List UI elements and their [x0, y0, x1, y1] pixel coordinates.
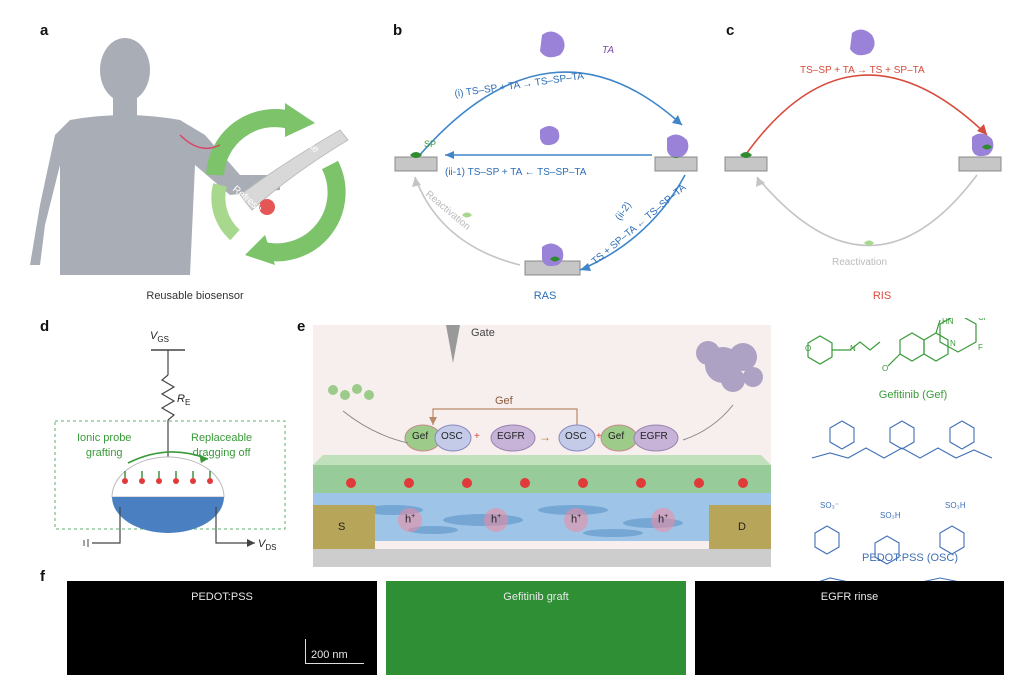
scale-bar [305, 639, 364, 664]
gefitinib-caption: Gefitinib (Gef) [878, 389, 948, 401]
gef-oval-2: Gef [608, 431, 625, 442]
panel-label-c: c [726, 22, 735, 39]
panel-c-figure: TS–SP + TA → TS + SP–TA Reactivation [724, 29, 1002, 268]
image-gefitinib-graft: Gefitinib graft [386, 581, 686, 675]
egfr-oval-1: EGFR [497, 431, 525, 442]
caption-ras: RAS [533, 290, 557, 302]
drain-contact [709, 505, 771, 549]
panel-e-device: Gate Gef Gef OSC + EGFR → OSC + Gef EGFR… [313, 325, 771, 567]
step-ii2-reaction: TS + SP–TA ← TS–SP–TA [590, 182, 689, 267]
step-i-label: (i) TS–SP + TA → TS–SP–TA [454, 71, 585, 100]
vgs-label: VGS [150, 330, 169, 345]
panel-label-d: d [40, 318, 50, 335]
image-label-gefitinib-graft: Gefitinib graft [503, 591, 569, 603]
gate-electrode-icon [446, 325, 460, 363]
so3h-label-2: SO₃H [945, 501, 966, 510]
n-label-1: N [850, 344, 856, 353]
so3minus-label: SO₃⁻ [820, 501, 839, 510]
source-label: S [338, 521, 346, 533]
molecule-structures: HN Cl F O N N O SO₃⁻ SO₃H SO₃H [799, 318, 993, 588]
substrate-right [654, 156, 698, 172]
gef-oval-1: Gef [412, 431, 429, 442]
scale-bar-label: 200 nm [311, 649, 348, 661]
hole-4: h+ [658, 513, 669, 526]
substrate-left [394, 156, 438, 172]
caption-reusable-biosensor: Reusable biosensor [146, 290, 244, 302]
panel-label-f: f [40, 568, 45, 585]
step-ii2-label: (ii-2) [613, 200, 633, 223]
hole-3: h+ [571, 513, 582, 526]
gefitinib-structure-icon [807, 318, 977, 367]
panel-label-b: b [393, 22, 403, 39]
image-egfr-rinse: EGFR rinse [695, 581, 1004, 675]
ris-step-label: TS–SP + TA → TS + SP–TA [800, 65, 925, 76]
image-label-pedot-pss: PEDOT:PSS [191, 591, 253, 603]
vds-label: VDS [258, 538, 277, 553]
so3h-label-1: SO₃H [880, 511, 901, 520]
ris-reactivation-label: Reactivation [832, 257, 887, 268]
hn-label: HN [942, 318, 954, 326]
panel-b-figure: TA (i) TS–SP + TA → TS–SP–TA SP (ii-1) T… [394, 31, 698, 276]
cycle-arrows [206, 103, 346, 265]
hole-2: h+ [491, 513, 502, 526]
panel-label-e: e [297, 318, 306, 335]
egfr-oval-2: EGFR [640, 431, 668, 442]
egfr-protein-icon [696, 341, 763, 392]
hole-1: h+ [405, 513, 416, 526]
image-label-egfr-rinse: EGFR rinse [820, 591, 879, 603]
o-label-1: O [805, 344, 811, 353]
pedot-caption: PEDOT:PSS (OSC) [862, 552, 958, 564]
caption-ris: RIS [872, 290, 892, 302]
f-label: F [978, 343, 983, 352]
plus-sign-2: + [596, 431, 602, 442]
osc-oval-1: OSC [441, 431, 463, 442]
ta-molecule-icon [540, 31, 565, 58]
reactivation-label: Reactivation [423, 189, 472, 233]
source-contact [313, 505, 375, 549]
panel-d-circuit [54, 349, 286, 547]
gef-top-label: Gef [495, 395, 513, 407]
plus-sign-1: + [474, 431, 480, 442]
panel-label-a: a [40, 22, 49, 39]
n-label-2: N [950, 339, 956, 348]
image-pedot-pss: PEDOT:PSS 200 nm [67, 581, 377, 675]
gate-label: Gate [471, 327, 495, 339]
reaction-arrow: → [539, 430, 551, 444]
re-label: RE [177, 393, 191, 408]
osc-oval-2: OSC [565, 431, 587, 442]
panel-a-figure: Refresh Sense [30, 38, 349, 275]
step-ii1-label: (ii-1) TS–SP + TA ← TS–SP–TA [445, 167, 587, 178]
sp-label: SP [424, 139, 436, 149]
o-label-2: O [882, 364, 888, 373]
resistor-icon [160, 374, 176, 421]
cl-label: Cl [978, 318, 986, 322]
drain-label: D [738, 521, 746, 533]
human-silhouette [30, 38, 280, 275]
ta-label: TA [602, 45, 614, 56]
